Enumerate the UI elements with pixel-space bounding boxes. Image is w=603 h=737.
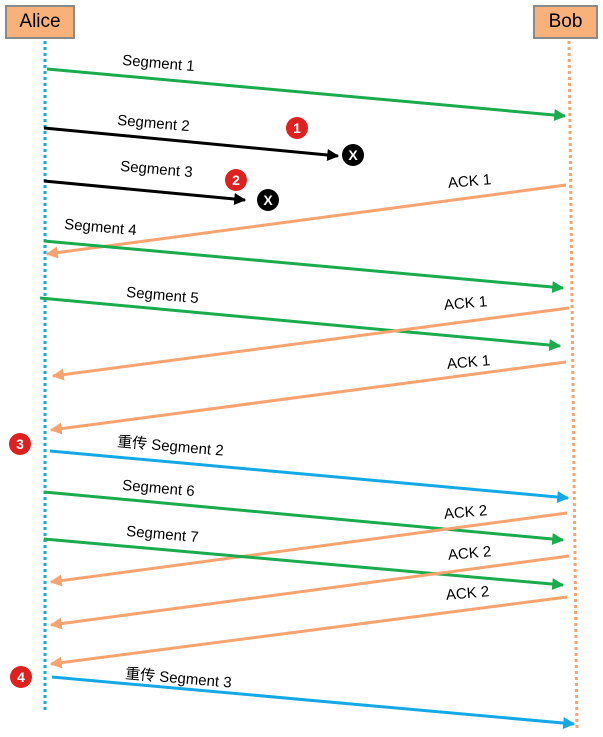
message-arrow (45, 183, 567, 259)
message-13: ACK 2 (49, 543, 570, 630)
message-arrow (46, 67, 567, 121)
message-arrow (43, 179, 247, 205)
svg-text:X: X (263, 192, 273, 208)
message-label: ACK 1 (447, 171, 492, 192)
message-arrow (51, 306, 570, 381)
step-badge: 2 (225, 169, 247, 191)
message-arrow (49, 449, 570, 503)
svg-text:2: 2 (232, 172, 240, 188)
message-11: ACK 2 (49, 502, 568, 587)
message-arrow (49, 554, 570, 630)
message-14: ACK 2 (49, 583, 568, 669)
message-6: Segment 5 (39, 284, 562, 351)
message-15: 重传 Segment 34 (10, 665, 576, 730)
message-label: ACK 2 (447, 543, 492, 564)
message-arrow (49, 360, 567, 435)
svg-text:4: 4 (17, 669, 25, 685)
step-badge: 3 (9, 433, 31, 455)
message-9: 重传 Segment 2 3 (9, 433, 570, 503)
message-label: ACK 2 (443, 502, 488, 523)
message-arrow (43, 537, 565, 591)
bob-label: Bob (548, 11, 583, 32)
message-12: Segment 7 (43, 523, 565, 591)
loss-x-icon: X (342, 144, 364, 166)
message-arrow (49, 511, 568, 587)
message-4: ACK 1 (45, 171, 567, 259)
message-10: Segment 6 (43, 477, 565, 545)
message-label: ACK 1 (446, 352, 491, 373)
bob-lifeline (567, 40, 579, 731)
message-label: Segment 4 (64, 216, 138, 239)
message-1: Segment 1 (46, 52, 567, 121)
message-7: ACK 1 (51, 293, 570, 381)
message-label: Segment 1 (122, 52, 196, 75)
message-label: Segment 2 (117, 112, 191, 135)
message-arrow (43, 490, 565, 545)
message-arrow (39, 296, 562, 351)
loss-x-icon: X (257, 189, 279, 211)
message-label: Segment 3 (120, 158, 194, 181)
svg-text:3: 3 (16, 436, 24, 452)
message-arrow (49, 595, 568, 669)
svg-text:X: X (348, 147, 358, 163)
message-arrow (43, 126, 340, 161)
message-label: ACK 1 (443, 293, 488, 314)
message-5: Segment 4 (43, 216, 565, 294)
message-arrow (51, 675, 576, 730)
step-badge: 4 (10, 666, 32, 688)
message-label: 重传 Segment 2 (116, 433, 224, 459)
message-2: Segment 2 X 1 (43, 112, 364, 166)
step-badge: 1 (286, 117, 308, 139)
alice-participant-box: Alice (5, 5, 75, 39)
message-8: ACK 1 (49, 352, 567, 435)
message-label: Segment 5 (126, 284, 200, 307)
alice-label: Alice (19, 11, 61, 32)
message-label: ACK 2 (445, 583, 490, 604)
message-label: Segment 7 (126, 523, 200, 546)
message-3: Segment 3 X 2 (43, 158, 279, 211)
svg-text:1: 1 (293, 120, 301, 136)
message-arrow (43, 239, 565, 294)
message-label: Segment 6 (122, 477, 196, 500)
bob-participant-box: Bob (533, 5, 598, 39)
